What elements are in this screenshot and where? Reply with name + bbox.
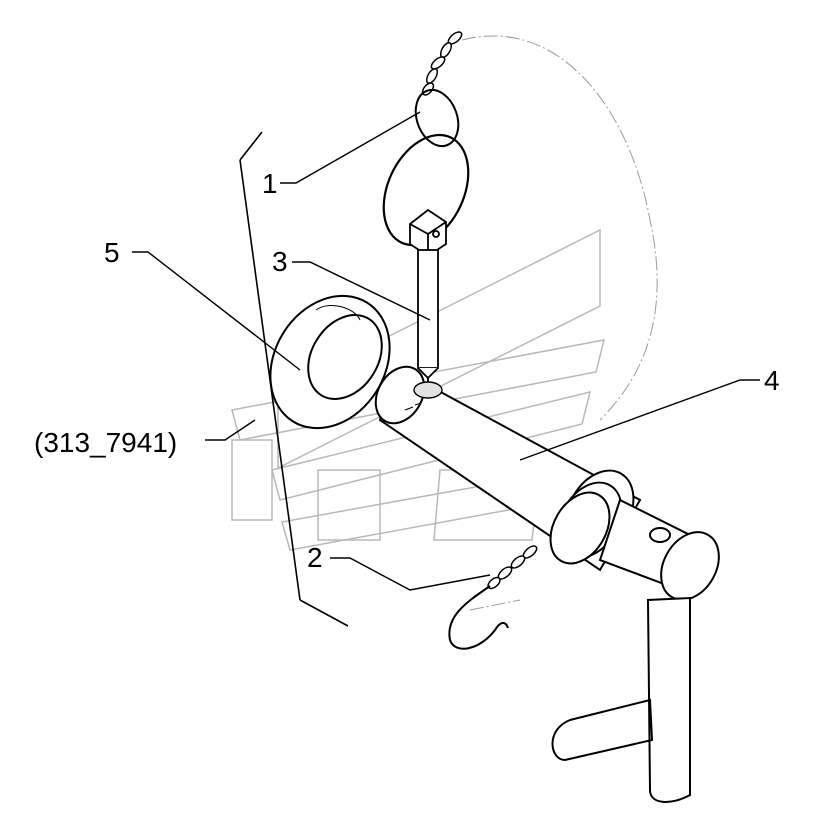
- callout-2: 2: [307, 542, 323, 573]
- callout-5: 5: [104, 237, 120, 268]
- leader-lines: [132, 111, 760, 591]
- lock-pin-shaft: [417, 249, 439, 392]
- handle-bar: [551, 596, 691, 803]
- reference-number: (313_7941): [34, 427, 178, 458]
- chain-bottom-icon: [487, 545, 538, 590]
- pivot-pin-body: [374, 365, 720, 601]
- pull-ring-icon: [382, 133, 470, 247]
- phantom-plate-outline: [461, 35, 658, 421]
- key-ring-small-icon: [414, 88, 460, 148]
- phantom-lower-outline: [469, 599, 521, 611]
- callout-4: 4: [764, 365, 780, 396]
- callout-3: 3: [272, 246, 288, 277]
- hair-clip-icon: [448, 585, 509, 650]
- chain-top-icon: [421, 31, 463, 96]
- washer-icon: [269, 294, 391, 430]
- callout-1: 1: [262, 168, 278, 199]
